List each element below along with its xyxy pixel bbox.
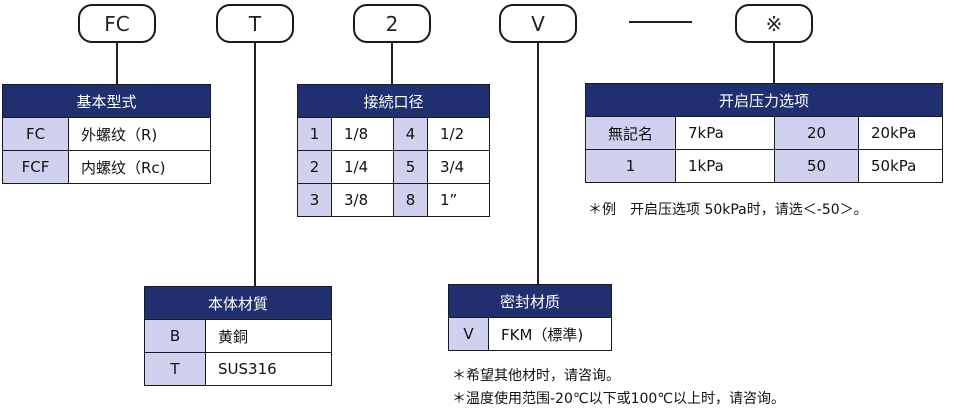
pressure-code: 1	[585, 149, 676, 183]
body-material-desc: SUS316	[204, 352, 333, 386]
base-type-desc: 外螺纹（R)	[67, 117, 212, 151]
code-box-seal-material: V	[499, 4, 577, 43]
port-size-code: 2	[297, 150, 332, 184]
pressure-code: 50	[774, 149, 859, 183]
cracking-pressure-title: 开启压力选项	[584, 83, 944, 117]
port-size-value: 1/2	[426, 117, 491, 151]
table-row: 2 1/4 5 3/4	[297, 150, 491, 184]
table-row: 3 3/8 8 1”	[297, 183, 491, 217]
connector-option	[773, 43, 775, 83]
table-row: V FKM（標準)	[448, 317, 613, 351]
cracking-pressure-note: ＊例 开启压选项 50kPa时，请选＜-50＞。	[588, 202, 868, 218]
port-size-value: 3/4	[426, 150, 491, 184]
port-size-value: 1/4	[331, 150, 394, 184]
port-size-value: 1/8	[331, 117, 394, 151]
table-row: 無記名 7kPa 20 20kPa	[585, 116, 944, 150]
seal-material-note-temperature: ＊温度使用范围-20℃以下或100℃以上时，请咨询。	[452, 391, 786, 407]
port-size-value: 1”	[426, 183, 491, 217]
port-size-code: 8	[393, 183, 428, 217]
pressure-value: 50kPa	[857, 149, 944, 183]
seal-material-title: 密封材质	[447, 284, 613, 318]
seal-material-desc: FKM（標準)	[487, 317, 613, 351]
base-type-code: FC	[2, 117, 69, 151]
pressure-value: 1kPa	[675, 149, 775, 183]
base-type-title: 基本型式	[1, 84, 212, 118]
table-row: FC 外螺纹（R)	[2, 117, 212, 151]
connector-body-material	[254, 43, 256, 286]
body-material-table: 本体材質 B 黄銅 T SUS316	[143, 286, 333, 386]
base-type-desc: 内螺纹（Rc)	[67, 150, 212, 184]
seal-material-code: V	[448, 317, 489, 351]
cracking-pressure-table: 开启压力选项 無記名 7kPa 20 20kPa 1 1kPa 50 50kPa	[584, 83, 944, 183]
connector-port-size	[391, 43, 393, 84]
port-size-value: 3/8	[331, 183, 394, 217]
code-box-base-type: FC	[78, 4, 156, 43]
pressure-code: 無記名	[585, 116, 676, 150]
table-row: T SUS316	[144, 352, 333, 386]
pressure-value: 20kPa	[857, 116, 944, 150]
pressure-code: 20	[774, 116, 859, 150]
port-size-table: 接続口径 1 1/8 4 1/2 2 1/4 5 3/4 3 3/8 8 1”	[296, 84, 491, 217]
body-material-code: B	[144, 319, 206, 353]
table-row: B 黄銅	[144, 319, 333, 353]
table-row: 1 1kPa 50 50kPa	[585, 149, 944, 183]
table-row: FCF 内螺纹（Rc)	[2, 150, 212, 184]
connector-base-type	[116, 43, 118, 84]
body-material-code: T	[144, 352, 206, 386]
port-size-code: 3	[297, 183, 332, 217]
pressure-value: 7kPa	[675, 116, 775, 150]
base-type-code: FCF	[2, 150, 69, 184]
seal-material-table: 密封材质 V FKM（標準)	[447, 284, 613, 351]
code-box-body-material: T	[216, 4, 294, 43]
connector-seal-material	[537, 43, 539, 284]
port-size-title: 接続口径	[296, 84, 491, 118]
seal-material-note-other: ＊希望其他材时，请咨询。	[452, 368, 620, 384]
code-box-port-size: 2	[353, 4, 431, 43]
body-material-desc: 黄銅	[204, 319, 333, 353]
port-size-code: 4	[393, 117, 428, 151]
base-type-table: 基本型式 FC 外螺纹（R) FCF 内螺纹（Rc)	[1, 84, 212, 184]
port-size-code: 5	[393, 150, 428, 184]
table-row: 1 1/8 4 1/2	[297, 117, 491, 151]
separator-dash	[629, 21, 692, 23]
port-size-code: 1	[297, 117, 332, 151]
code-box-option: ※	[735, 4, 813, 43]
body-material-title: 本体材質	[143, 286, 333, 320]
